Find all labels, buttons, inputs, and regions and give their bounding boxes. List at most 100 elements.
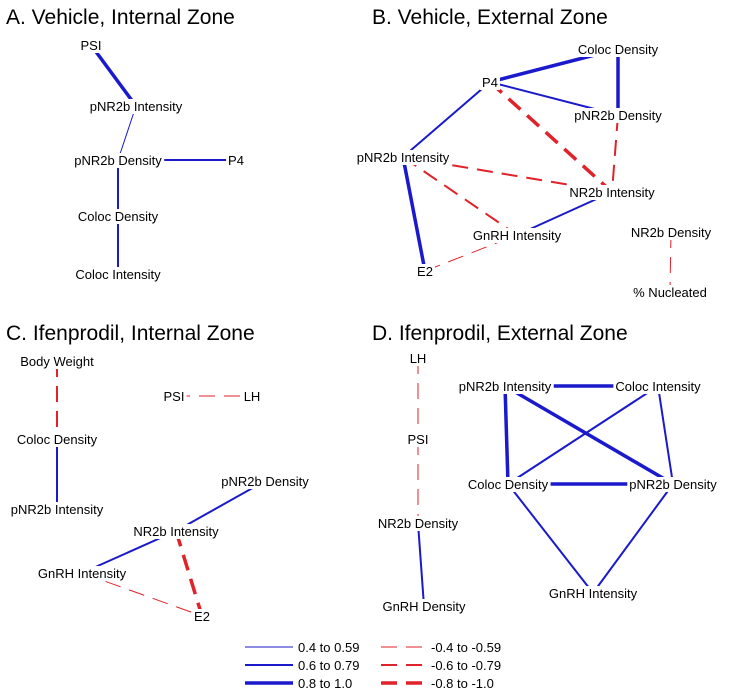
node-label-backdrop — [415, 264, 435, 279]
legend-neg-strong-label: -0.8 to -1.0 — [431, 676, 494, 691]
node-label-backdrop — [14, 432, 100, 447]
node-label: E2 — [417, 264, 433, 279]
panel-c-edge-nr2bi-e2 — [174, 530, 204, 617]
panel-d-edge-colocd-gnrhi — [507, 483, 594, 594]
node-label: NR2b Intensity — [133, 524, 219, 539]
panel-c-node-e2: E2 — [192, 609, 212, 624]
panel-a-node-coloci: Coloc Intensity — [73, 267, 164, 282]
node-label: pNR2b Intensity — [357, 150, 450, 165]
panel-d-node-colocd: Coloc Density — [465, 477, 551, 492]
panel-c-node-colocd: Coloc Density — [14, 432, 100, 447]
node-label: P4 — [482, 75, 498, 90]
panel-d-edge-pnr2bd-gnrhi — [592, 483, 674, 594]
node-label-backdrop — [480, 75, 500, 90]
node-label: Coloc Density — [468, 477, 549, 492]
node-label-backdrop — [470, 228, 564, 243]
node-label-backdrop — [8, 502, 106, 517]
panel-b-node-p4: P4 — [480, 75, 500, 90]
panel-b-node-nr2bi: NR2b Intensity — [567, 185, 658, 200]
node-label: GnRH Intensity — [473, 228, 562, 243]
panel-c-edge-pnr2bd-nr2bi — [175, 480, 266, 532]
panel-b-node-colocd: Coloc Density — [575, 42, 661, 57]
panel-a-title: A. Vehicle, Internal Zone — [6, 6, 235, 29]
node-label: % Nucleated — [633, 285, 707, 300]
node-label-backdrop — [631, 285, 709, 300]
panel-b-edge-pnr2bd-nr2bi — [611, 114, 619, 193]
node-label-backdrop — [72, 153, 165, 168]
node-label: Coloc Density — [78, 209, 159, 224]
panel-d-edge-nr2bd-gnrhd — [417, 522, 425, 607]
node-label-backdrop — [375, 516, 461, 531]
node-label-backdrop — [75, 209, 161, 224]
panel-b-edge-p4-pnr2bi — [402, 81, 491, 158]
panel-b-edge-pnr2bi-e2 — [401, 156, 427, 272]
node-label-backdrop — [407, 351, 429, 366]
panel-d-edge-coloci-pnr2bd — [657, 385, 674, 485]
node-label: LH — [410, 351, 427, 366]
node-label: GnRH Intensity — [549, 586, 638, 601]
node-label: pNR2b Density — [221, 474, 309, 489]
panel-b-node-e2: E2 — [415, 264, 435, 279]
panel-b-node-nr2bd: NR2b Density — [628, 225, 714, 240]
node-label: pNR2b Intensity — [90, 99, 183, 114]
panel-a-node-colocd: Coloc Density — [75, 209, 161, 224]
node-label-backdrop — [35, 566, 129, 581]
panel-b-node-nuc: % Nucleated — [631, 285, 709, 300]
node-label-backdrop — [226, 153, 246, 168]
node-label-backdrop — [354, 150, 452, 165]
node-label: pNR2b Density — [574, 108, 662, 123]
panel-d-node-lh: LH — [407, 351, 429, 366]
node-label: GnRH Intensity — [38, 566, 127, 581]
panel-d-edge-coloci-colocd — [507, 385, 659, 485]
panel-b-node-pnr2bd: pNR2b Density — [572, 108, 665, 123]
node-label-backdrop — [575, 42, 661, 57]
node-label: pNR2b Intensity — [459, 379, 552, 394]
panel-c-node-bw: Body Weight — [18, 354, 97, 369]
node-label: NR2b Intensity — [569, 185, 655, 200]
panel-d-node-nr2bd: NR2b Density — [375, 516, 461, 531]
panel-a-node-pnr2bd: pNR2b Density — [72, 153, 165, 168]
panel-a-node-psi: PSI — [78, 38, 104, 53]
node-label: PSI — [81, 38, 102, 53]
node-label-backdrop — [78, 38, 104, 53]
node-label-backdrop — [219, 474, 312, 489]
node-label: pNR2b Density — [629, 477, 717, 492]
panel-b-edge-nr2bd-nuc — [669, 231, 672, 293]
node-label: PSI — [408, 432, 429, 447]
node-label-backdrop — [87, 99, 185, 114]
node-label-backdrop — [628, 225, 714, 240]
node-label: NR2b Density — [631, 225, 712, 240]
node-label: P4 — [228, 153, 244, 168]
panel-c-edge-gnrhi-e2 — [81, 572, 203, 617]
node-label: Coloc Intensity — [75, 267, 161, 282]
panel-c-node-pnr2bi: pNR2b Intensity — [8, 502, 106, 517]
node-label-backdrop — [192, 609, 212, 624]
node-label-backdrop — [241, 389, 263, 404]
legend-neg-mid-label: -0.6 to -0.79 — [431, 658, 501, 673]
node-label: Coloc Density — [17, 432, 98, 447]
panel-b-title: B. Vehicle, External Zone — [372, 6, 608, 29]
panel-d-node-gnrhi: GnRH Intensity — [546, 586, 640, 601]
node-label: PSI — [164, 389, 185, 404]
panel-d-node-pnr2bd: pNR2b Density — [627, 477, 720, 492]
node-label-backdrop — [546, 586, 640, 601]
panel-d-edge-pnr2bi-pnr2bd — [504, 384, 674, 486]
panel-b-edge-p4-nr2bi — [488, 80, 614, 194]
node-label-backdrop — [567, 185, 658, 200]
node-label-backdrop — [161, 389, 187, 404]
panel-c-node-pnr2bd: pNR2b Density — [219, 474, 312, 489]
panel-b-edge-pnr2bi-gnrhi — [402, 156, 518, 236]
panel-c-node-psi: PSI — [161, 389, 187, 404]
panel-d-node-psi: PSI — [405, 432, 431, 447]
panel-c-node-lh: LH — [241, 389, 263, 404]
node-label-backdrop — [131, 524, 222, 539]
node-label: Body Weight — [20, 354, 94, 369]
node-label-backdrop — [380, 599, 469, 614]
node-label-backdrop — [456, 379, 554, 394]
panel-c-node-gnrhi: GnRH Intensity — [35, 566, 129, 581]
node-label: pNR2b Density — [74, 153, 162, 168]
node-label-backdrop — [18, 354, 97, 369]
panel-c-node-nr2bi: NR2b Intensity — [131, 524, 222, 539]
